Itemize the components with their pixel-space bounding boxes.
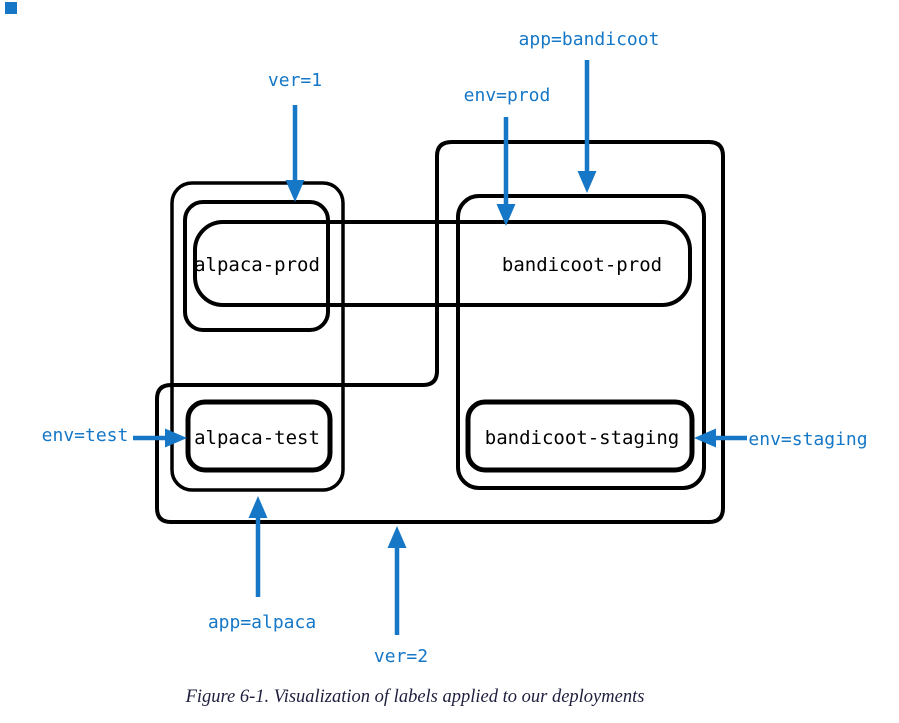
label-annotations: ver=1 app=bandicoot env=prod env=test bbox=[42, 29, 868, 667]
env-staging-arrow bbox=[694, 428, 747, 448]
env-test-arrow bbox=[133, 428, 187, 448]
label-contours bbox=[155, 140, 725, 524]
ver-2-arrow bbox=[387, 526, 407, 635]
app-alpaca-arrow bbox=[248, 496, 268, 597]
env-test-contour bbox=[185, 399, 333, 473]
ver-1-contour bbox=[183, 200, 330, 332]
app-bandicoot-arrow bbox=[577, 60, 597, 193]
app-bandicoot-contour bbox=[456, 194, 706, 490]
corner-blue-square bbox=[5, 2, 17, 14]
figure-caption: Figure 6-1. Visualization of labels appl… bbox=[185, 687, 645, 707]
env-test-annotation: env=test bbox=[42, 425, 129, 446]
env-staging-annotation: env=staging bbox=[748, 429, 867, 450]
deployment-names: alpaca-prod bandicoot-prod alpaca-test b… bbox=[194, 254, 679, 449]
app-bandicoot-annotation: app=bandicoot bbox=[519, 29, 660, 50]
alpaca-test-label: alpaca-test bbox=[194, 427, 320, 449]
app-alpaca-annotation: app=alpaca bbox=[208, 612, 316, 633]
env-prod-contour bbox=[193, 220, 692, 307]
env-prod-annotation: env=prod bbox=[464, 85, 551, 106]
bandicoot-staging-label: bandicoot-staging bbox=[485, 427, 679, 449]
app-alpaca-contour bbox=[170, 181, 345, 492]
ver-1-annotation: ver=1 bbox=[268, 70, 322, 91]
ver-2-contour bbox=[155, 140, 725, 524]
alpaca-prod-label: alpaca-prod bbox=[194, 254, 320, 276]
ver-2-annotation: ver=2 bbox=[374, 646, 428, 667]
bandicoot-prod-label: bandicoot-prod bbox=[502, 254, 662, 276]
env-prod-arrow bbox=[496, 117, 516, 226]
env-staging-contour bbox=[465, 399, 695, 473]
ver-1-arrow bbox=[285, 105, 305, 202]
